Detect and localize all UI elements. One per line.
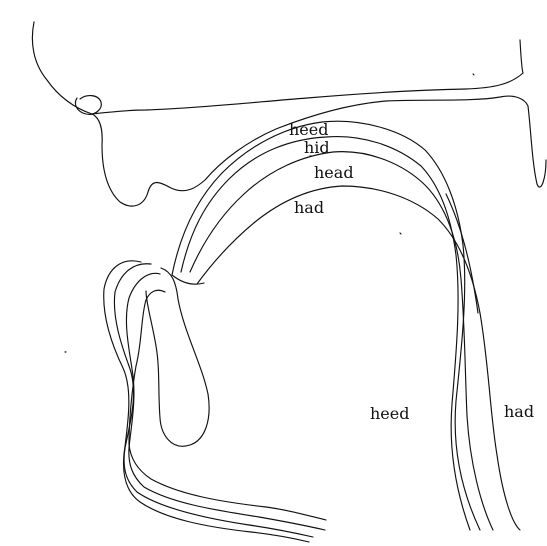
upper-ridge <box>92 73 523 114</box>
head-edge <box>520 40 523 73</box>
tongue-hid <box>181 137 470 530</box>
jaw-contour-3 <box>126 273 325 530</box>
lower-lip <box>146 268 209 446</box>
tongue-root-link <box>172 275 204 284</box>
label-heed-top: heed <box>289 122 328 138</box>
label-had-bottom: had <box>504 404 534 420</box>
speck-3 <box>473 74 474 75</box>
label-head-top: head <box>314 165 354 181</box>
label-heed-bottom: heed <box>370 406 409 422</box>
nose-profile <box>32 22 546 206</box>
speck-1 <box>400 233 401 234</box>
tongue-head <box>190 152 493 530</box>
tongue-had <box>197 186 520 530</box>
jaw-contour-2 <box>114 264 313 537</box>
label-had-top: had <box>294 200 324 216</box>
nostril <box>75 96 101 115</box>
label-hid-top: hid <box>304 140 330 156</box>
jaw-contour-1 <box>104 261 309 542</box>
jaw-contour-4 <box>129 290 326 520</box>
